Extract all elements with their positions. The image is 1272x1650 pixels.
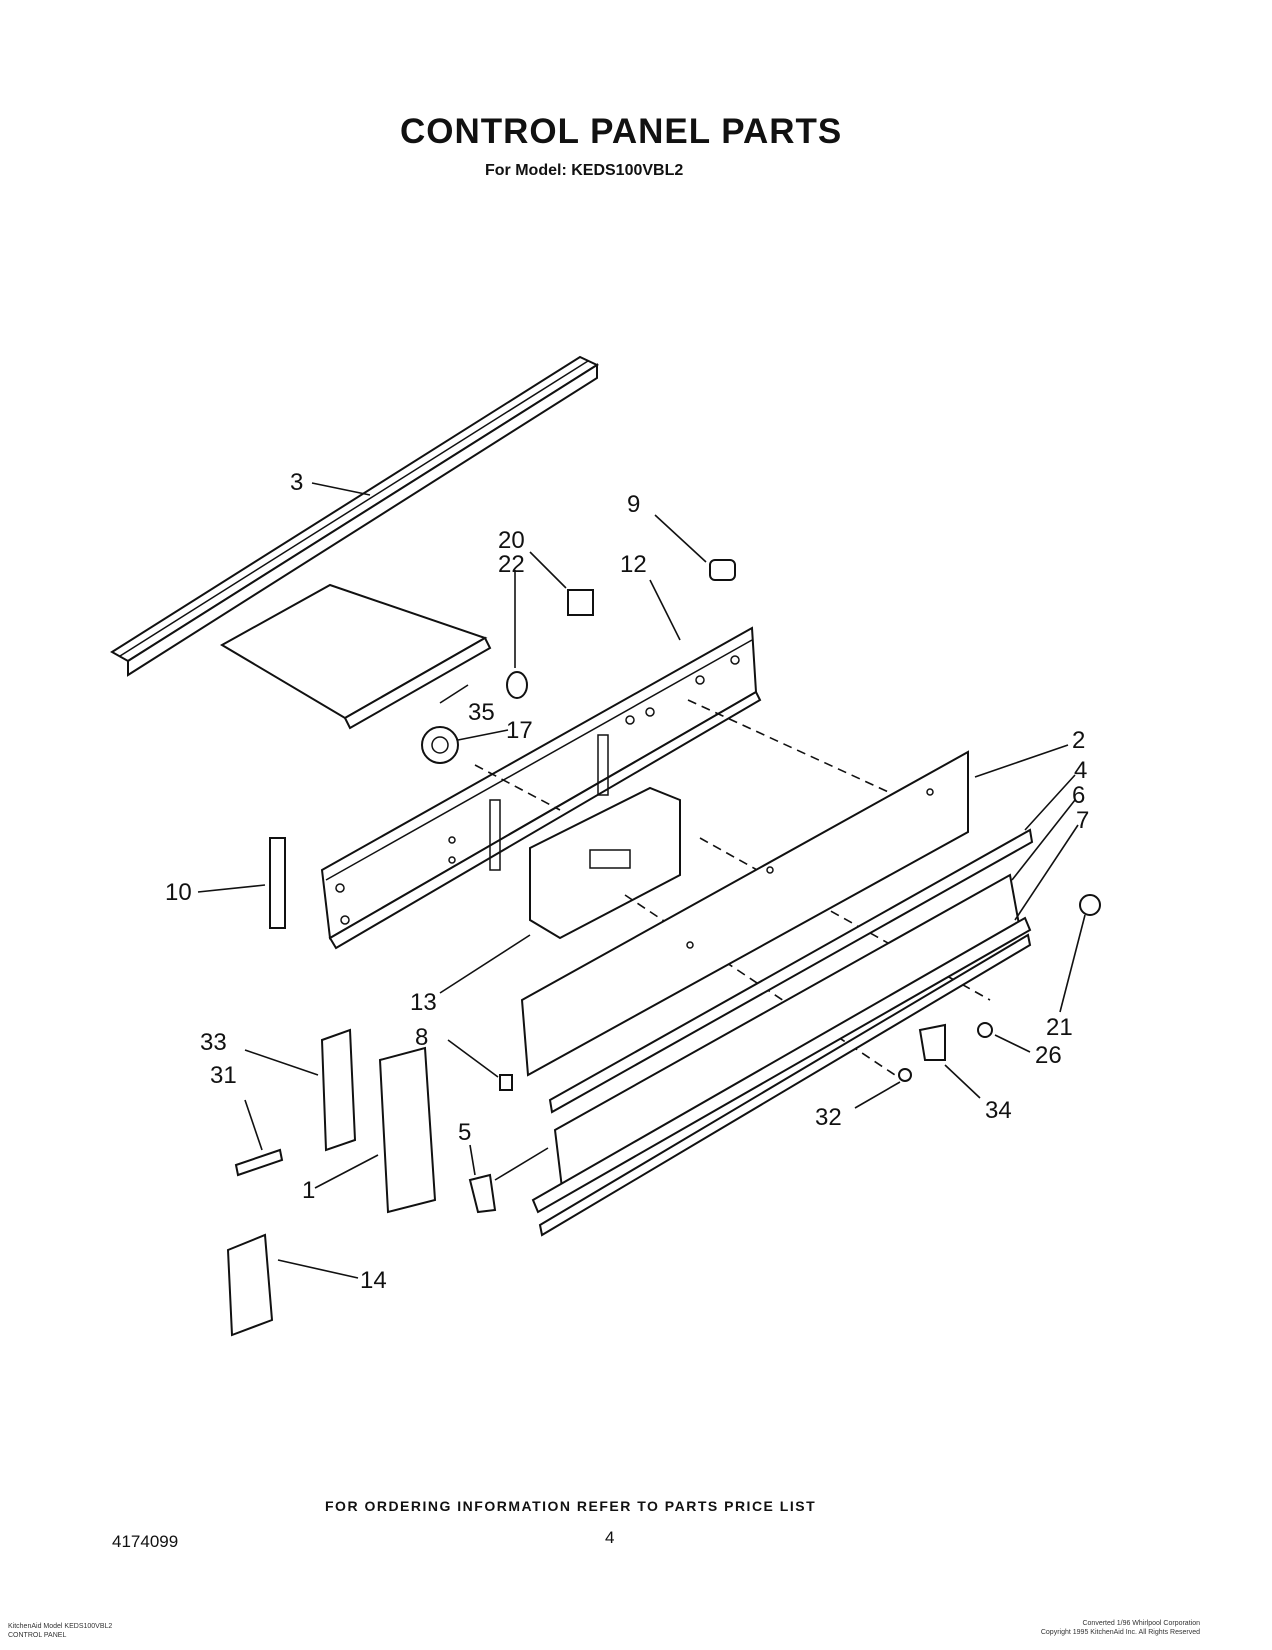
callout-9: 9	[627, 491, 640, 518]
callout-13: 13	[410, 989, 437, 1016]
leader-35	[439, 684, 469, 704]
part-34-bracket	[918, 1023, 981, 1099]
leader-4	[1024, 774, 1076, 831]
part-12-control-bracket	[320, 626, 762, 950]
callout-10: 10	[165, 879, 192, 906]
callout-4: 4	[1074, 757, 1087, 784]
leader-2	[974, 744, 1069, 778]
part-2-front-panel	[520, 750, 969, 1077]
part-10-hinge	[197, 837, 286, 929]
part-8-block	[447, 1039, 513, 1091]
callout-14: 14	[360, 1267, 387, 1294]
callout-12: 12	[620, 551, 647, 578]
callout-8: 8	[415, 1024, 428, 1051]
leader-13	[439, 934, 531, 994]
model-subtitle: For Model: KEDS100VBL2	[485, 162, 684, 179]
footnote-right: Converted 1/96 Whirlpool Corporation Cop…	[1000, 1619, 1200, 1637]
footnote-left-line-2: CONTROL PANEL	[8, 1632, 67, 1639]
callout-33: 33	[200, 1029, 227, 1056]
ordering-info: FOR ORDERING INFORMATION REFER TO PARTS …	[325, 1498, 817, 1514]
callout-6: 6	[1072, 782, 1085, 809]
part-17-thermostat	[421, 726, 509, 764]
part-20-switch	[529, 551, 594, 616]
callout-34: 34	[985, 1097, 1012, 1124]
callout-31: 31	[210, 1062, 237, 1089]
leader-7	[1014, 824, 1079, 921]
page-title: CONTROL PANEL PARTS	[400, 112, 843, 151]
callout-21: 21	[1046, 1014, 1073, 1041]
callout-32: 32	[815, 1104, 842, 1131]
leader-12	[649, 579, 681, 641]
part-14-bracket	[226, 1233, 359, 1337]
part-22-knob	[506, 570, 528, 699]
part-32-screw	[854, 1068, 912, 1109]
callout-17: 17	[506, 717, 533, 744]
leader-6	[1011, 799, 1076, 881]
page-number: 4	[605, 1528, 615, 1547]
part-33-endcap	[244, 1028, 357, 1152]
callout-1: 1	[302, 1177, 315, 1204]
part-1-endcap	[314, 1046, 437, 1214]
part-9-clip	[654, 514, 736, 581]
footnote-left-line-1: KitchenAid Model KEDS100VBL2	[8, 1623, 113, 1630]
footnote-left: KitchenAid Model KEDS100VBL2 CONTROL PAN…	[8, 1622, 112, 1640]
callout-22: 22	[498, 551, 525, 578]
footnote-right-line-1: Converted 1/96 Whirlpool Corporation	[1082, 1620, 1200, 1627]
part-5-clip	[468, 1144, 549, 1214]
part-21-knob	[1059, 894, 1101, 1013]
callout-2: 2	[1072, 727, 1085, 754]
leader-3	[311, 482, 371, 496]
part-3-top-rail	[110, 355, 600, 677]
callout-5: 5	[458, 1119, 471, 1146]
part-26-nut	[977, 1022, 1031, 1053]
document-number: 4174099	[112, 1532, 179, 1551]
part-4-6-7-trim-strips	[531, 828, 1034, 1237]
callout-35: 35	[468, 699, 495, 726]
callout-3: 3	[290, 469, 303, 496]
part-35-shield	[219, 583, 492, 730]
callout-7: 7	[1076, 807, 1089, 834]
callout-26: 26	[1035, 1042, 1062, 1069]
part-31-strip	[234, 1099, 284, 1177]
callout-20: 20	[498, 527, 525, 554]
footnote-right-line-2: Copyright 1995 KitchenAid Inc. All Right…	[1040, 1629, 1200, 1636]
